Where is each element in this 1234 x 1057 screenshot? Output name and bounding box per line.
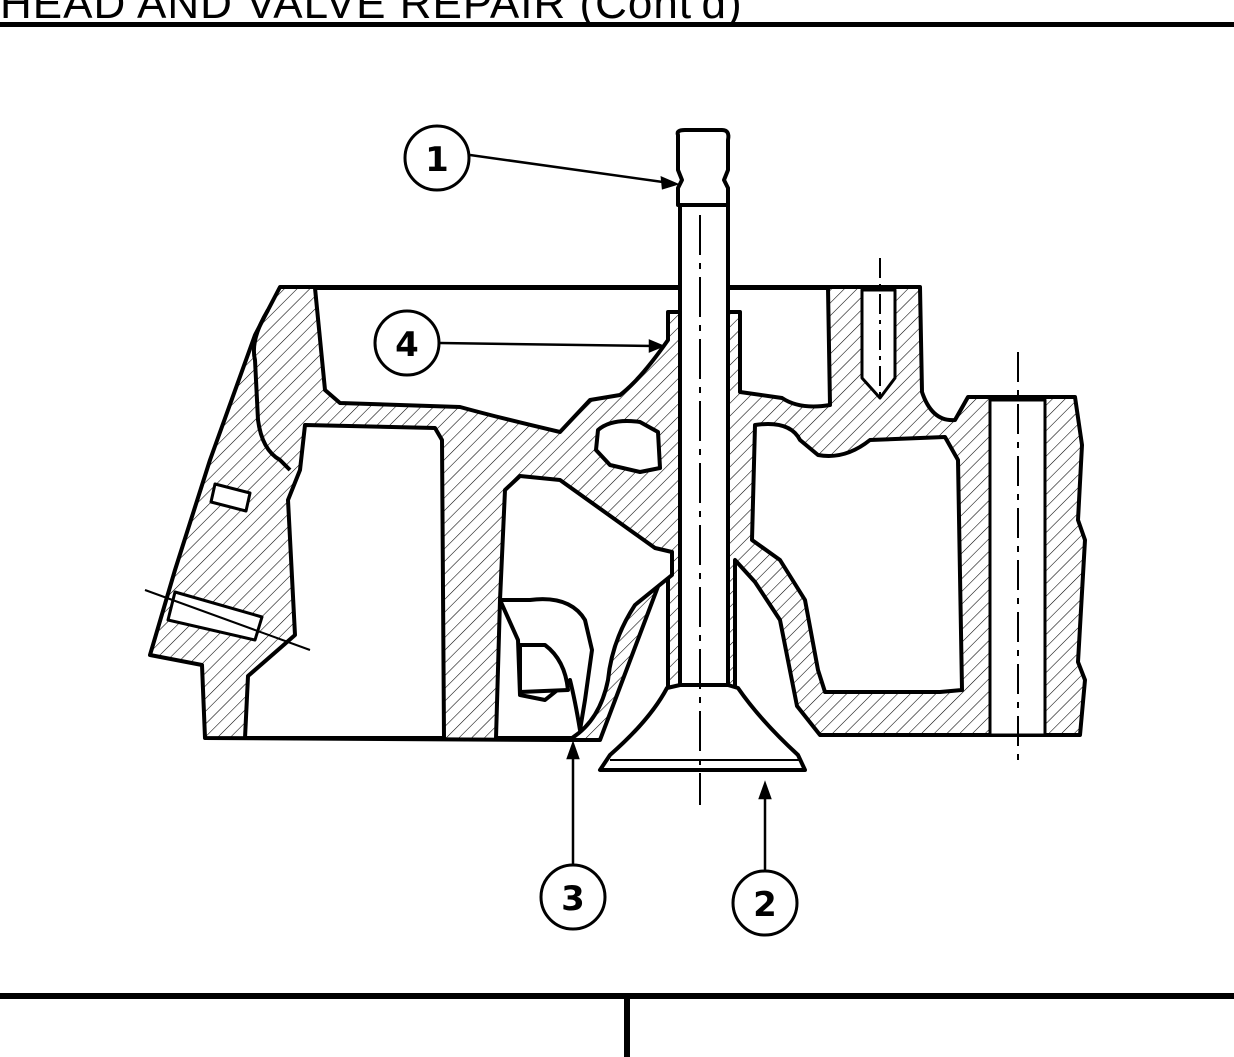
callout-1-label: 1 <box>425 140 449 180</box>
water-jacket-right <box>750 422 964 694</box>
footer-divider <box>624 996 630 1057</box>
cylinder-head-section <box>144 258 1087 760</box>
valve-head <box>598 683 807 772</box>
callout-4-label: 4 <box>395 325 419 365</box>
cored-hole <box>594 419 662 474</box>
angled-bore-axis <box>144 589 311 651</box>
page-title: HEAD AND VALVE REPAIR (Cont'd) <box>0 0 743 28</box>
cylinder-head-valve-diagram: 1 4 3 2 <box>144 124 1087 937</box>
valve-stem-tip <box>675 128 731 207</box>
valve-stem <box>678 203 730 687</box>
callout-2: 2 <box>731 869 799 937</box>
callout-3: 3 <box>539 863 607 931</box>
header-rule <box>0 22 1234 27</box>
valve <box>598 128 807 805</box>
callout-1: 1 <box>403 124 471 192</box>
footer-rule <box>0 993 1234 999</box>
page-header: HEAD AND VALVE REPAIR (Cont'd) <box>0 0 1234 42</box>
water-jacket-left <box>313 286 832 434</box>
intake-port-left <box>243 423 446 740</box>
angled-slot <box>209 482 252 513</box>
threaded-hole <box>860 288 897 400</box>
chamber-pocket <box>518 643 570 694</box>
callout-3-label: 3 <box>561 879 585 919</box>
callout-2-label: 2 <box>753 885 777 925</box>
left-boss <box>251 308 292 472</box>
callout-4: 4 <box>373 309 441 377</box>
callout-leaders <box>439 153 772 870</box>
